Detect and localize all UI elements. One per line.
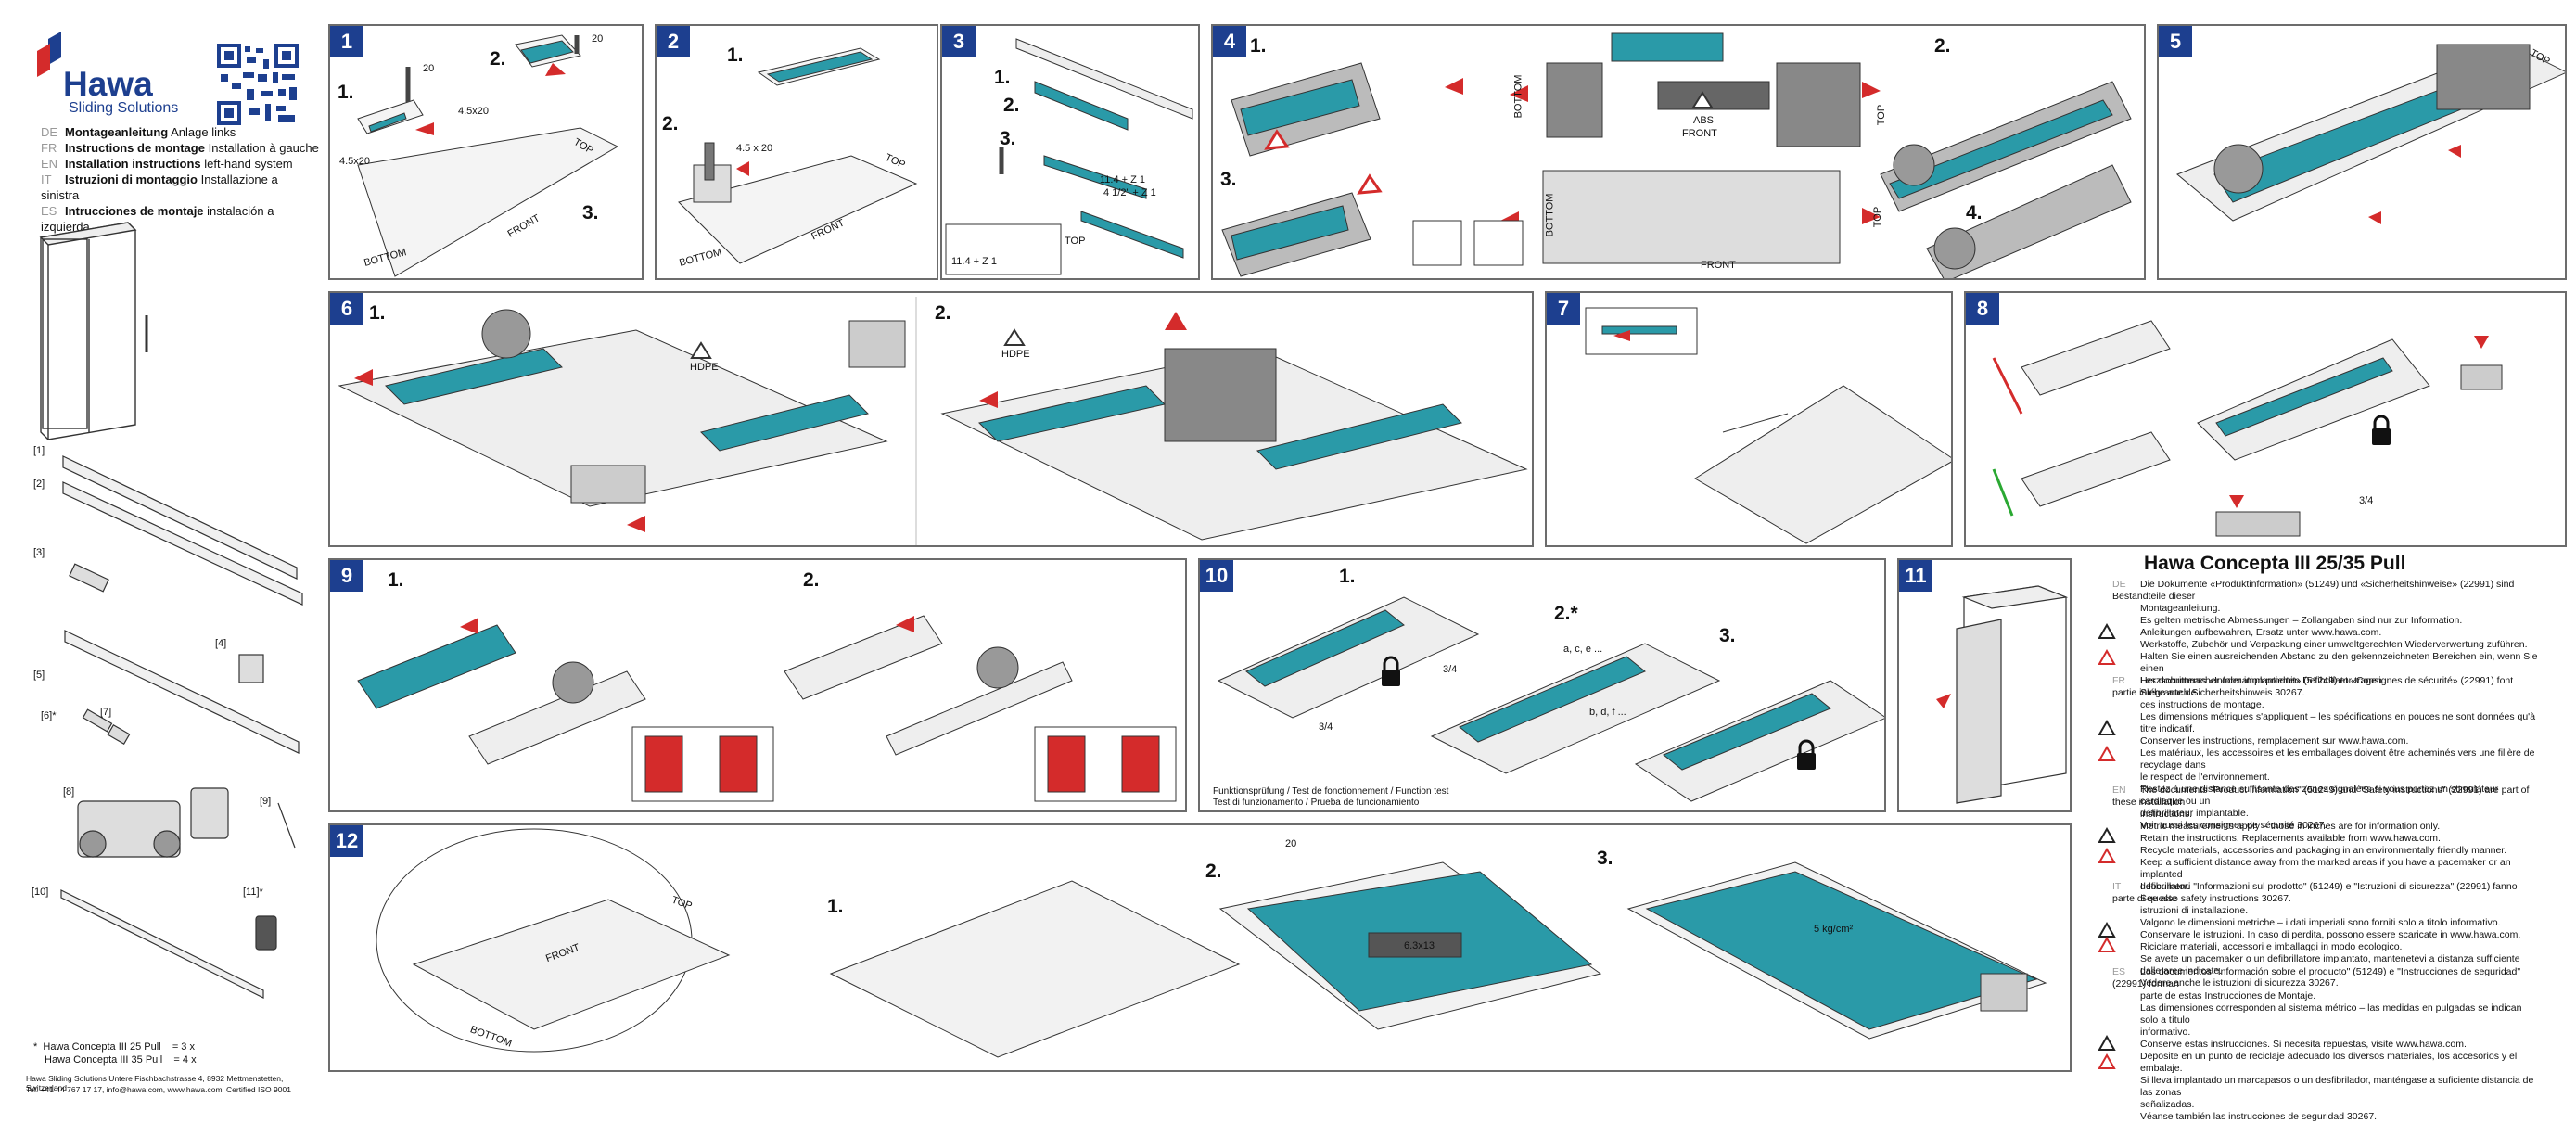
step-1-panel: 1 1. 2. 3. 4.5x20 4.5x20 FRONT BOTTOM TO… [328, 24, 644, 280]
part-label-3: [3] [33, 547, 45, 558]
step-3-drawing [945, 38, 1193, 275]
footnote: * Hawa Concepta III 25 Pull = 3 x Hawa C… [33, 1041, 197, 1066]
step-9-panel: 9 1. 2. [328, 558, 1187, 812]
step-8-panel: 8 3/4 [1964, 291, 2567, 547]
step-1-drawing [357, 34, 619, 277]
step-11-panel: 11 [1897, 558, 2072, 812]
step-2-panel: 2 1. 2. 4.5 x 20 FRONT BOTTOM TOP [655, 24, 938, 280]
step-12-panel: 12 1. 2. 3. FRONT TOP BOTTOM 6.3x13 5 kg… [328, 823, 2072, 1072]
step-12-drawing [376, 828, 2047, 1058]
address-line-1: Hawa Sliding Solutions Untere Fischbachs… [26, 1074, 284, 1092]
step-2-drawing [678, 47, 918, 264]
step-10-drawing [1217, 596, 1884, 802]
step-6-panel: 6 1. 2. HDPE HDPE [328, 291, 1534, 547]
step-5-drawing [2176, 44, 2565, 224]
part-label-5: [5] [33, 670, 45, 681]
part-label-1: [1] [33, 445, 45, 456]
step-3-panel: 3 1. 2. 3. 11.4 + Z 1 4 1/2" + Z 1 11.4 … [940, 24, 1200, 280]
hawa-logo-icon [37, 32, 61, 77]
step-5-panel: 5 TOP [2157, 24, 2567, 280]
step-7-drawing [1585, 307, 1951, 544]
step-4-panel: 4 1. 2. 3. 4. ABS FRONT [1211, 24, 2146, 280]
part-label-7: [7] [100, 707, 112, 718]
step-10-panel: 10 1. 2.* 3. a, c, e ... b, d, f ... 3/4… [1198, 558, 1886, 812]
part-label-11: [11]* [243, 887, 263, 898]
step-11-drawing [1936, 585, 2069, 804]
address-line-2: Tel. +41 44 767 17 17, info@hawa.com, ww… [26, 1085, 223, 1094]
step-number: 1 [330, 26, 363, 57]
part-label-10: [10] [32, 887, 49, 898]
step-4-drawing [1221, 32, 2132, 278]
part-label-4: [4] [215, 638, 227, 649]
part-label-9: [9] [260, 796, 272, 807]
step-7-panel: 7 [1545, 291, 1953, 547]
certification: Certified ISO 9001 [226, 1085, 291, 1094]
product-title: Hawa Concepta III 25/35 Pull [2144, 553, 2406, 574]
step-8-drawing [1992, 320, 2503, 537]
brand-tagline: Sliding Solutions [69, 100, 179, 116]
part-label-6: [6]* [41, 710, 57, 721]
brand-name: Hawa [63, 65, 153, 103]
part-label-2: [2] [33, 479, 45, 490]
parts-overview-drawing [39, 222, 303, 999]
step-6-drawing [338, 297, 1528, 545]
step-9-drawing [357, 615, 1177, 802]
part-label-8: [8] [63, 786, 75, 798]
qr-code-icon [217, 44, 299, 125]
